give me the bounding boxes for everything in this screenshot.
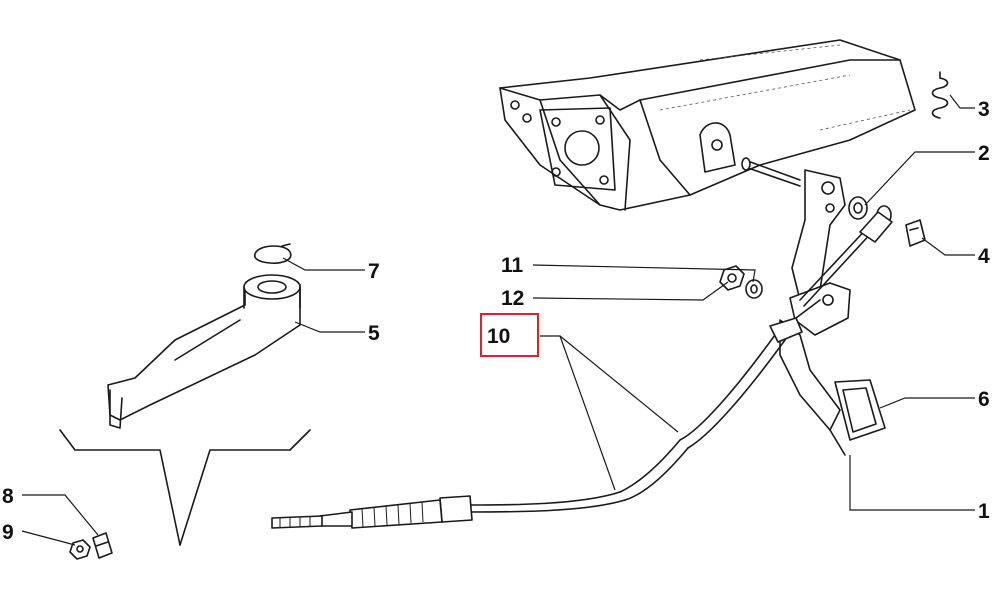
- release-lever: [107, 274, 301, 429]
- highlight-box: [480, 313, 539, 357]
- clutch-cable: [271, 299, 821, 529]
- return-spring: [931, 71, 949, 119]
- callout-10[interactable]: 10: [487, 325, 510, 348]
- leader-8: [22, 494, 99, 536]
- leader-10a: [540, 335, 616, 491]
- leader-1: [849, 455, 975, 511]
- callout-11[interactable]: 11: [501, 254, 524, 277]
- callout-9[interactable]: 9: [2, 521, 14, 544]
- leader-7: [282, 257, 365, 271]
- callout-3[interactable]: 3: [978, 98, 990, 121]
- leader-10b: [559, 335, 679, 433]
- callout-5[interactable]: 5: [368, 322, 380, 345]
- leader-2: [864, 151, 975, 206]
- leader-12: [532, 281, 729, 301]
- pivot-pin: [741, 157, 801, 187]
- pedal-bracket-housing: [499, 39, 916, 211]
- callout-4[interactable]: 4: [978, 245, 990, 268]
- callout-12[interactable]: 12: [501, 287, 524, 310]
- callout-8[interactable]: 8: [2, 485, 14, 508]
- leader-3: [949, 94, 975, 109]
- clutch-pedal-arm: [779, 169, 851, 456]
- leader-4: [921, 237, 975, 256]
- leader-lines: [21, 94, 975, 546]
- leader-5: [294, 321, 365, 333]
- retaining-clip: [905, 219, 926, 247]
- callout-2[interactable]: 2: [978, 142, 990, 165]
- cable-upper-end: [799, 211, 893, 307]
- washer: [745, 279, 763, 299]
- leader-11: [532, 264, 756, 283]
- small-nut: [69, 539, 91, 560]
- small-clip: [92, 532, 113, 559]
- leader-9: [21, 530, 76, 546]
- circlip: [254, 243, 292, 264]
- gearbox-outline: [59, 429, 311, 546]
- callout-7[interactable]: 7: [368, 260, 380, 283]
- leader-6: [879, 397, 975, 409]
- cable-adjuster-threads: [349, 499, 443, 529]
- callout-1[interactable]: 1: [978, 500, 990, 523]
- callout-6[interactable]: 6: [978, 388, 990, 411]
- pedal-pad: [834, 379, 886, 441]
